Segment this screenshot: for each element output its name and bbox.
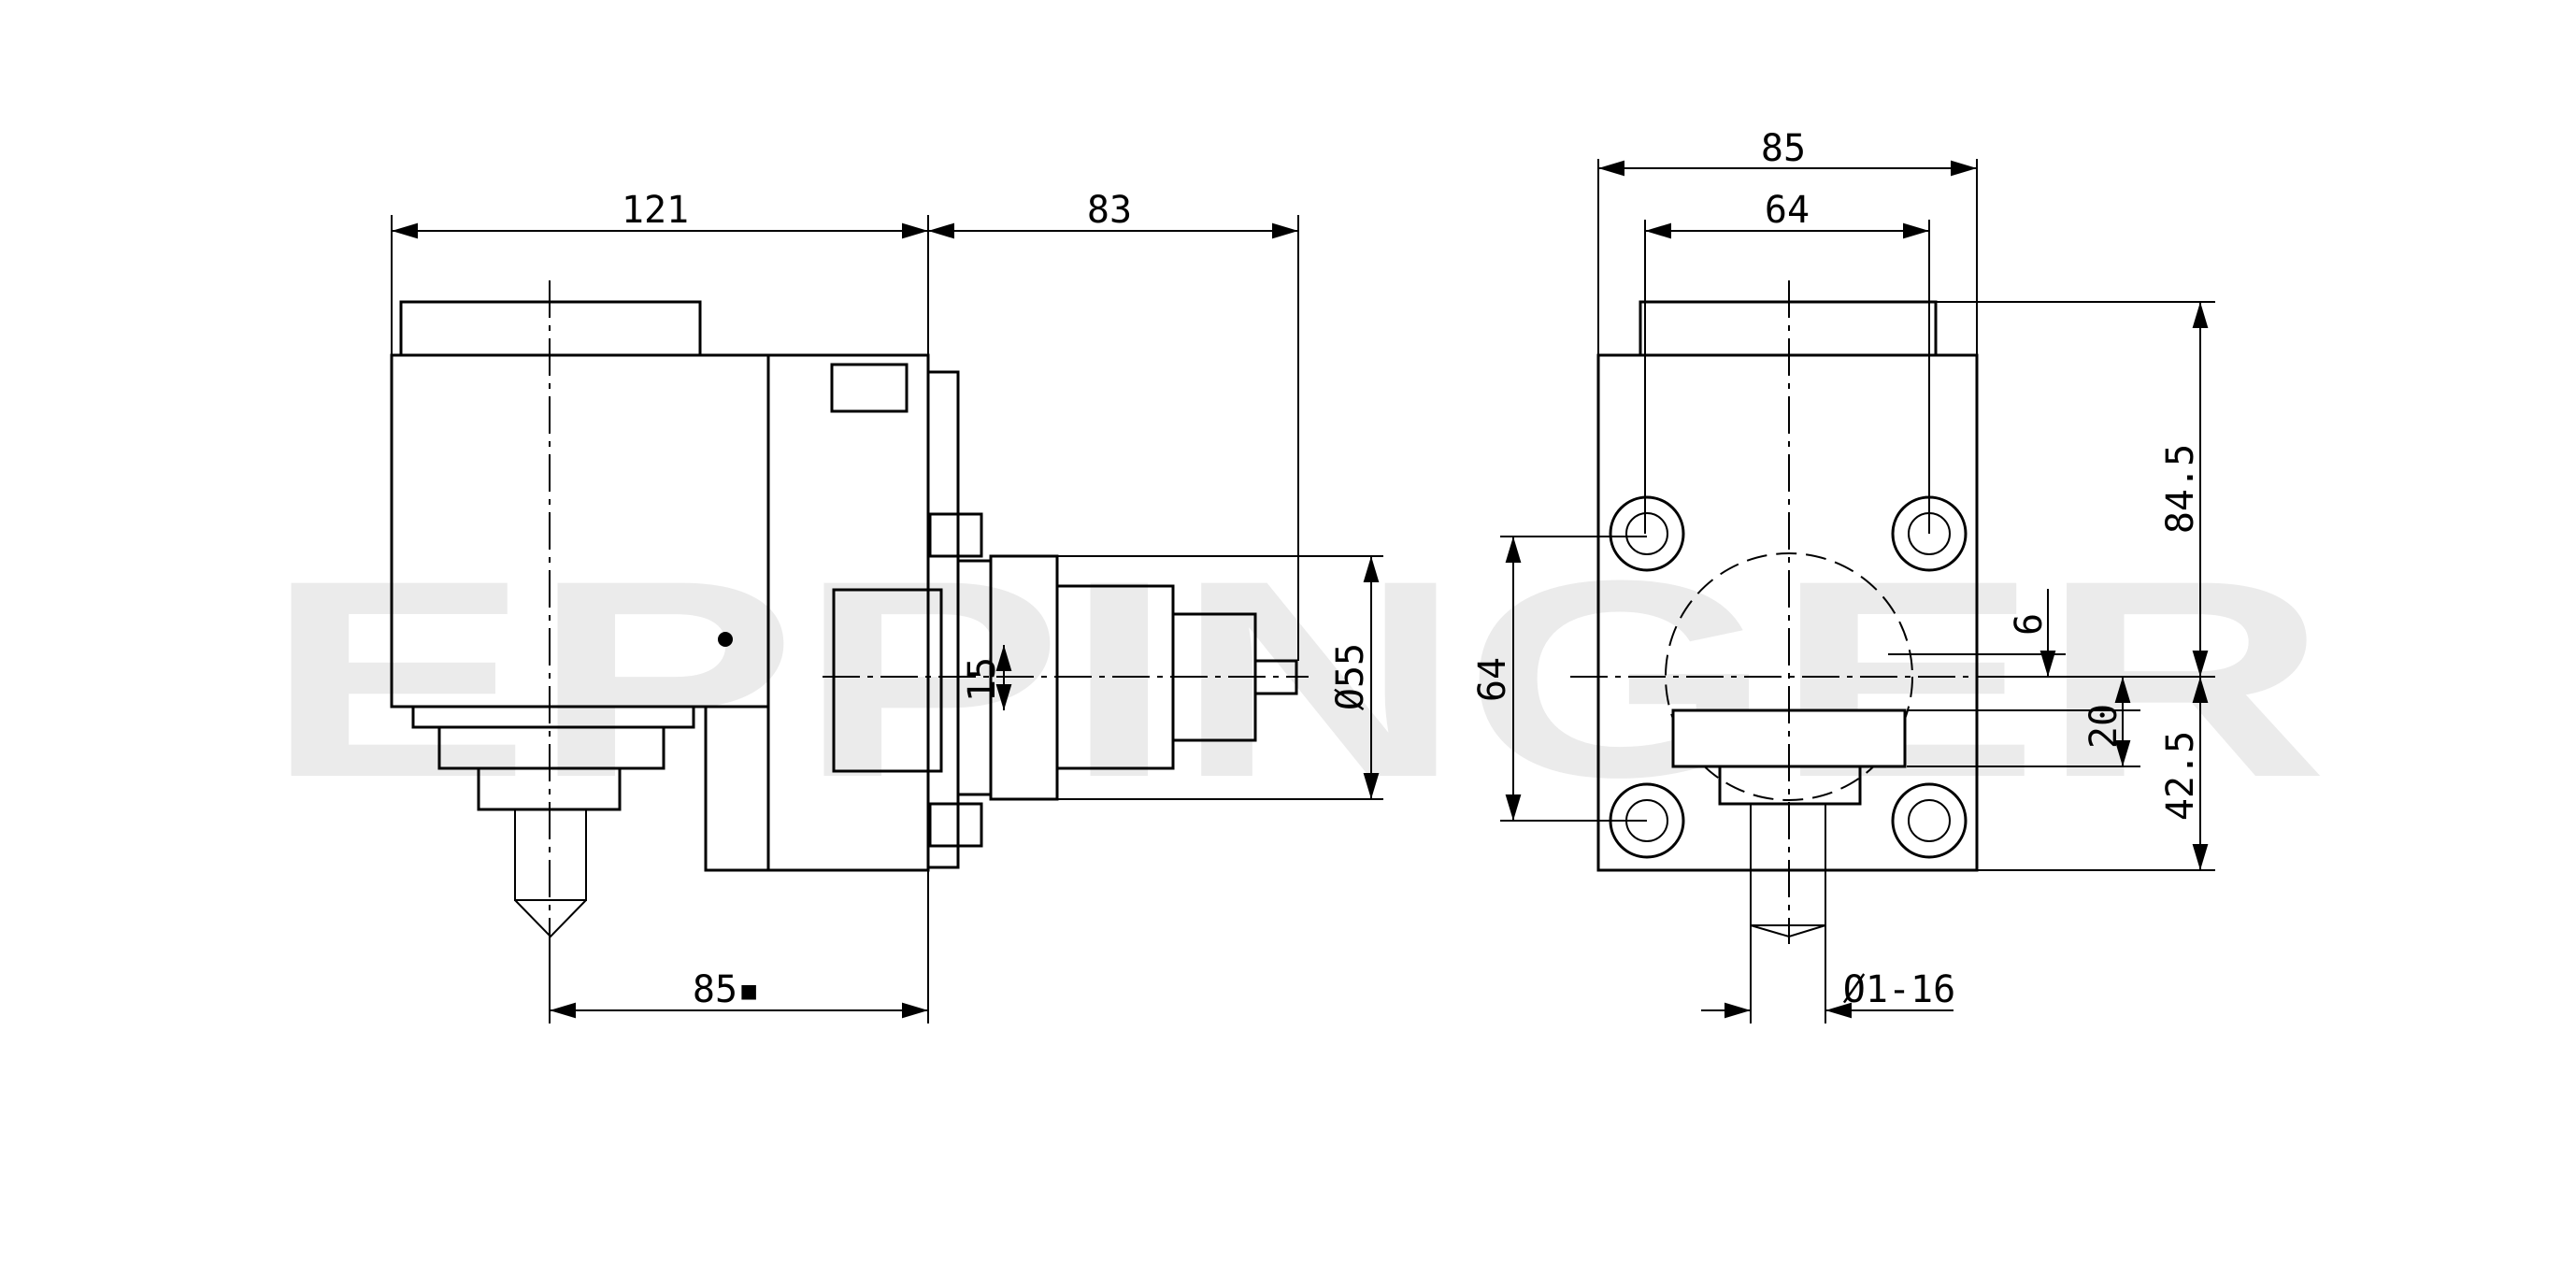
dim-width-64: 64 xyxy=(1765,189,1810,232)
dim-15: 15 xyxy=(961,657,1004,702)
dim-diameter-55: Ø55 xyxy=(1329,643,1372,710)
dim-84-5: 84.5 xyxy=(2159,444,2202,534)
dim-20: 20 xyxy=(2082,704,2125,749)
dim-121: 121 xyxy=(622,189,689,232)
dim-85: 85▪ xyxy=(693,968,760,1011)
dim-42-5: 42.5 xyxy=(2159,731,2202,821)
dim-6: 6 xyxy=(2008,613,2051,636)
dim-83: 83 xyxy=(1087,189,1132,232)
dim-height-64: 64 xyxy=(1471,657,1514,702)
dim-collet-range: Ø1-16 xyxy=(1843,968,1955,1011)
front-view: 85 64 64 84.5 42.5 6 20 Ø1-16 xyxy=(1471,127,2215,1023)
side-view: 121 83 85▪ Ø55 15 xyxy=(390,189,1383,1023)
dim-width-85: 85 xyxy=(1761,127,1806,170)
